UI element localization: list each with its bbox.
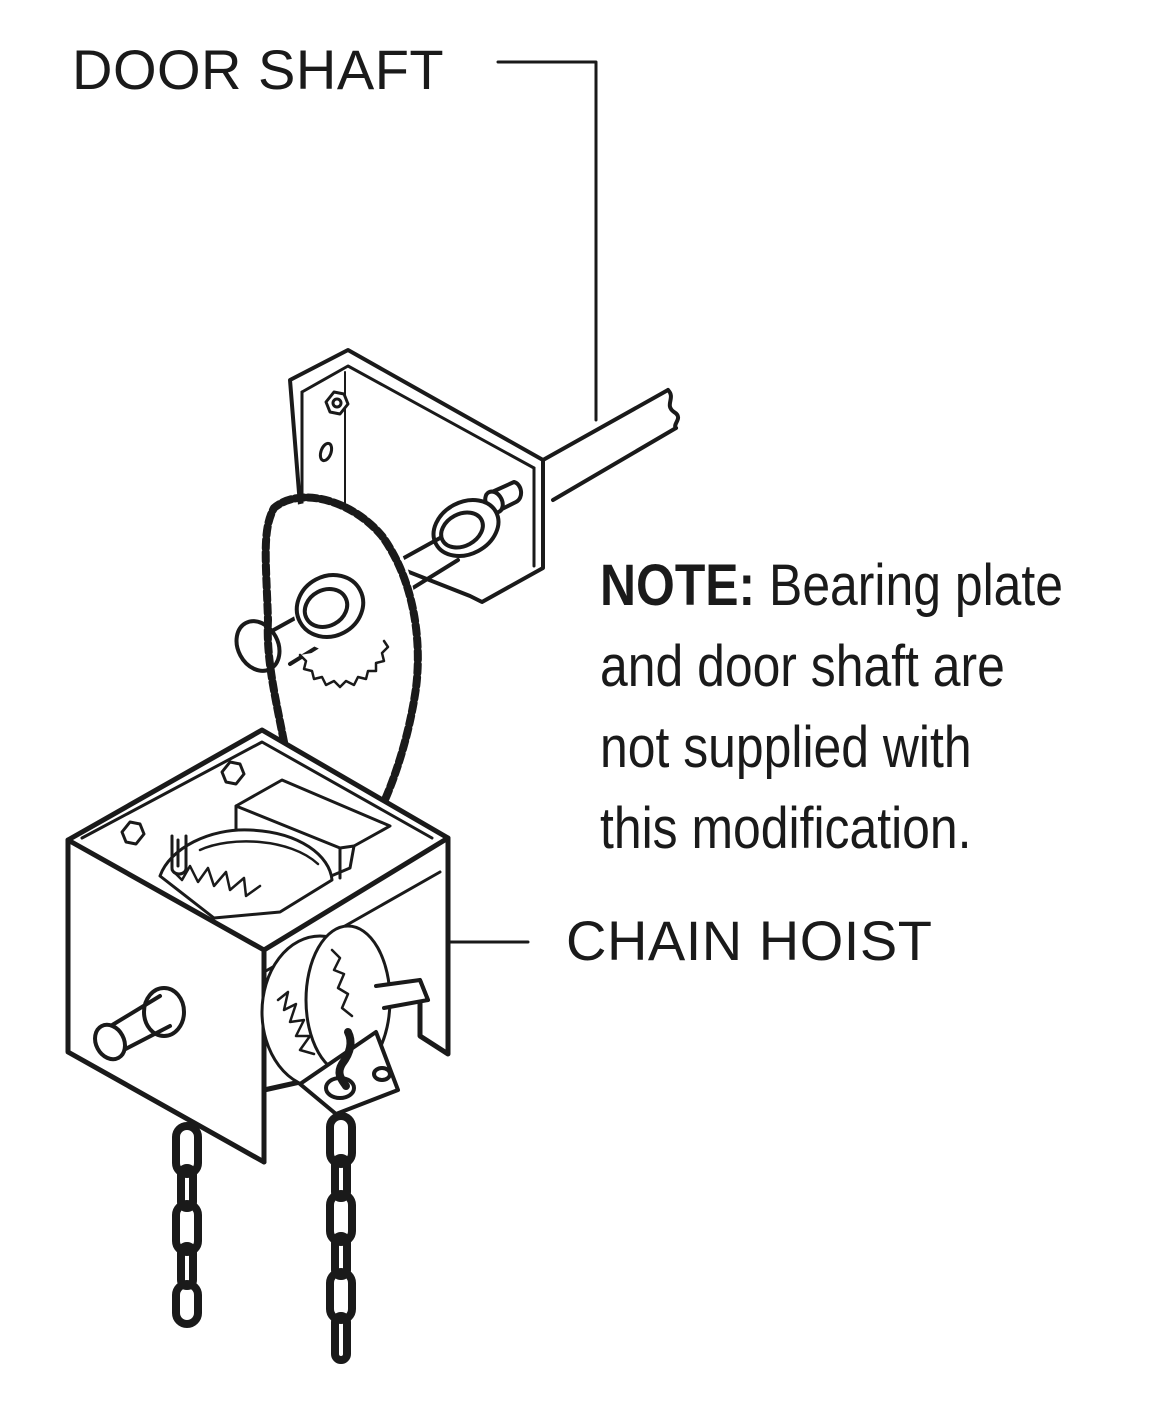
note-key: NOTE:	[600, 553, 756, 618]
hand-chain-left	[172, 1122, 202, 1328]
hoist-gear-upper	[158, 828, 334, 920]
hoist-clevis-pin-icon	[170, 834, 188, 876]
bearing-plate-hole-icon	[318, 441, 334, 463]
door-shaft-leader	[496, 60, 598, 422]
bearing-plate-bolt-icon	[324, 390, 350, 416]
plate-stub-shaft	[431, 480, 523, 558]
hoist-side-shaft	[374, 978, 430, 1010]
chain-hoist-label: CHAIN HOIST	[566, 909, 933, 972]
door-shaft	[541, 388, 680, 502]
drive-chain-loop	[261, 493, 422, 806]
hoist-interior-bolt-icon	[120, 760, 246, 846]
note-line-1: NOTE: Bearing plate	[600, 545, 1064, 626]
note-line-3: not supplied with	[600, 715, 972, 780]
note-line-2: and door shaft are	[600, 634, 1005, 699]
note-block: NOTE: Bearing plate and door shaft are n…	[600, 545, 1064, 869]
note-line-1-text: Bearing plate	[769, 553, 1064, 618]
hoist-input-shaft	[93, 986, 186, 1062]
door-shaft-label: DOOR SHAFT	[72, 38, 445, 101]
hand-chain-right	[326, 1028, 356, 1364]
note-line-4: this modification.	[600, 796, 972, 861]
